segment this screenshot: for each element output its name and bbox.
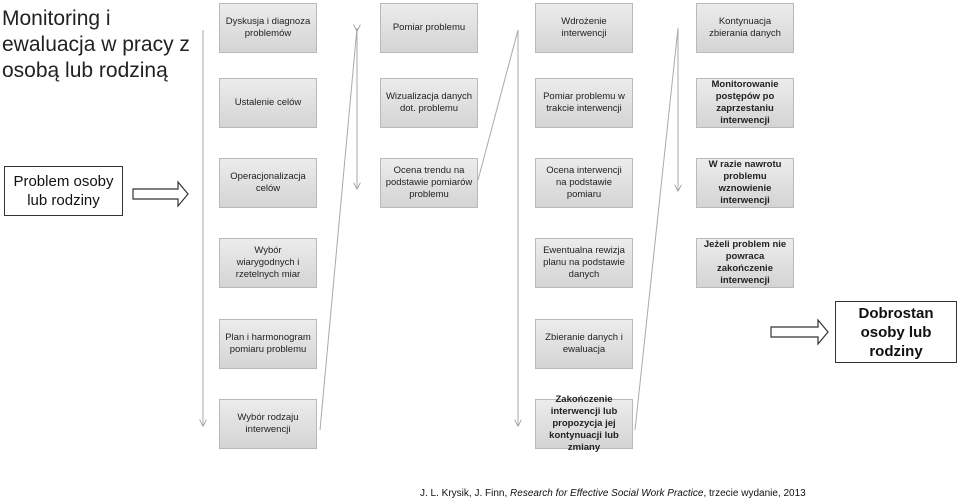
col2-box-1: Pomiar problemu (380, 3, 478, 53)
col2-box-2: Wizualizacja danych dot. problemu (380, 78, 478, 128)
col3-box-1: Wdrożenie interwencji (535, 3, 633, 53)
page-title: Monitoring i ewaluacja w pracy z osobą l… (2, 7, 190, 82)
col4-box-4: Jeżeli problem nie powraca zakończenie i… (696, 238, 794, 288)
start-box: Problem osoby lub rodziny (4, 166, 123, 216)
col3-box-3: Ocena interwencji na podstawie pomiaru (535, 158, 633, 208)
col3-box-5: Zbieranie danych i ewaluacja (535, 319, 633, 369)
col4-box-1: Kontynuacja zbierania danych (696, 3, 794, 53)
col1-box-4: Wybór wiarygodnych i rzetelnych miar (219, 238, 317, 288)
col4-box-2: Monitorowanie postępów po zaprzestaniu i… (696, 78, 794, 128)
start-block-arrow (132, 180, 189, 208)
diag-col1-col2 (319, 27, 358, 431)
citation-book: Research for Effective Social Work Pract… (510, 488, 704, 499)
col2-box-3: Ocena trendu na podstawie pomiarów probl… (380, 158, 478, 208)
citation-edition: , trzecie wydanie, 2013 (703, 488, 806, 499)
end-box: Dobrostan osoby lub rodziny (835, 301, 957, 363)
col3-box-2: Pomiar problemu w trakcie interwencji (535, 78, 633, 128)
diag-col2-col3 (477, 29, 519, 181)
diag-col3-col4 (634, 27, 679, 431)
col1-box-2: Ustalenie celów (219, 78, 317, 128)
col1-box-1: Dyskusja i diagnoza problemów (219, 3, 317, 53)
citation-authors: J. L. Krysik, J. Finn, (420, 488, 511, 499)
col1-box-6: Wybór rodzaju interwencji (219, 399, 317, 449)
col1-box-3: Operacjonalizacja celów (219, 158, 317, 208)
col1-box-5: Plan i harmonogram pomiaru problemu (219, 319, 317, 369)
col3-box-4: Ewentualna rewizja planu na podstawie da… (535, 238, 633, 288)
end-block-arrow (770, 318, 829, 346)
citation: J. L. Krysik, J. Finn, Research for Effe… (420, 488, 806, 499)
col3-box-6: Zakończenie interwencji lub propozycja j… (535, 394, 633, 453)
col4-box-3: W razie nawrotu problemu wznowienie inte… (696, 158, 794, 208)
